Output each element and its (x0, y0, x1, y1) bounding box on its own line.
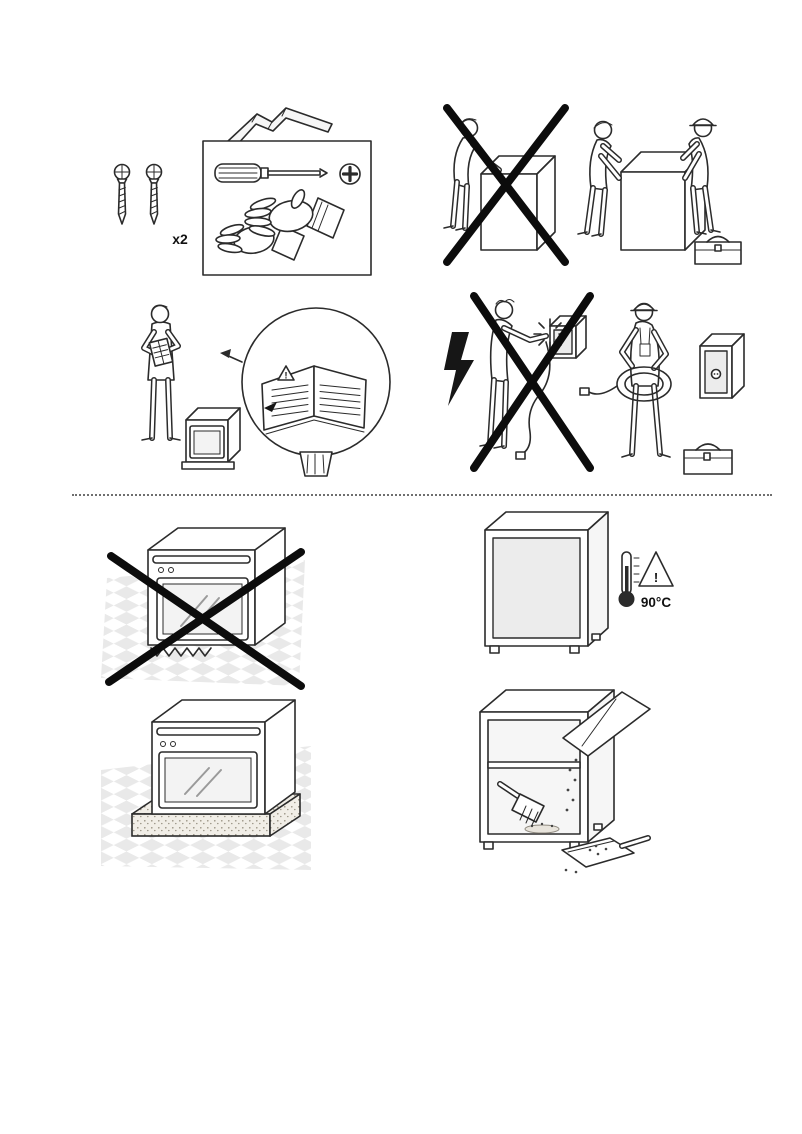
panel-cabinet-heat-resistance: ! 90°C (478, 508, 688, 663)
prohibition-cross-icon (105, 548, 305, 690)
cabinet-temperature-illustration: ! 90°C (484, 511, 674, 654)
temperature-label: 90°C (641, 595, 671, 610)
panel-clean-cabinet (466, 680, 676, 885)
screw-icon (113, 163, 131, 225)
zoom-arrow-icon (220, 349, 243, 363)
panel-fixing-materials: x2 (86, 98, 386, 293)
warning-mark: ! (285, 371, 288, 381)
two-person-lift-figures (577, 118, 721, 251)
technician-figure (579, 302, 745, 458)
phillips-icon (339, 163, 361, 185)
clean-cabinet-illustration (479, 689, 651, 874)
plug-icon (515, 451, 526, 460)
dustpan-icon (561, 835, 651, 874)
prohibition-cross-icon (470, 292, 594, 472)
warning-triangle-icon: ! (277, 365, 295, 381)
oven-on-plinth-illustration (101, 699, 311, 870)
thermometer-icon (618, 551, 640, 607)
screw-icon (145, 163, 163, 225)
panel-oven-on-plinth (101, 686, 311, 881)
oven-handle (156, 727, 261, 736)
panel-electrical-connection (438, 286, 758, 489)
screwdriver-icon (214, 163, 328, 183)
toolbox-icon (694, 235, 742, 265)
oven-icon (151, 699, 296, 815)
debris-pile (524, 822, 560, 834)
lightning-icon (444, 332, 474, 406)
cable-coil-icon (579, 366, 672, 402)
hard-hat-icon (689, 118, 717, 127)
read-manual-illustration: ! (141, 304, 391, 477)
packed-oven-icon (181, 407, 241, 470)
hard-hat-icon (630, 303, 658, 312)
screw-count-label: x2 (172, 231, 188, 247)
pointer-hand-icon (264, 402, 277, 412)
hand-brush-icon (497, 781, 545, 826)
oven-handle (152, 555, 251, 564)
lifting-illustration (443, 104, 742, 266)
booklet-icon (148, 337, 174, 367)
gloves-icon (215, 189, 345, 261)
cabinet-icon (484, 511, 609, 654)
prohibition-cross-icon (443, 104, 569, 266)
falling-debris (565, 758, 578, 812)
electrical-illustration (444, 292, 745, 475)
oven-on-floor-illustration (101, 527, 305, 690)
reader-figure (141, 304, 181, 441)
panel-two-person-lift (443, 92, 763, 282)
panel-read-instructions: ! (116, 290, 406, 490)
shelf (487, 761, 581, 769)
mounting-bracket-icon (226, 107, 333, 147)
panel-no-floor-installation (101, 510, 311, 695)
toolbox-icon (683, 443, 733, 475)
sawdust-chute-icon (562, 691, 651, 757)
socket-icon (710, 368, 722, 380)
warning-triangle-icon: ! (638, 551, 674, 587)
section-divider (72, 494, 772, 496)
bracket-part-icon (299, 451, 333, 477)
tools-illustration: x2 (113, 107, 372, 276)
magnifier-detail: ! (241, 307, 391, 457)
warning-mark: ! (654, 570, 658, 585)
